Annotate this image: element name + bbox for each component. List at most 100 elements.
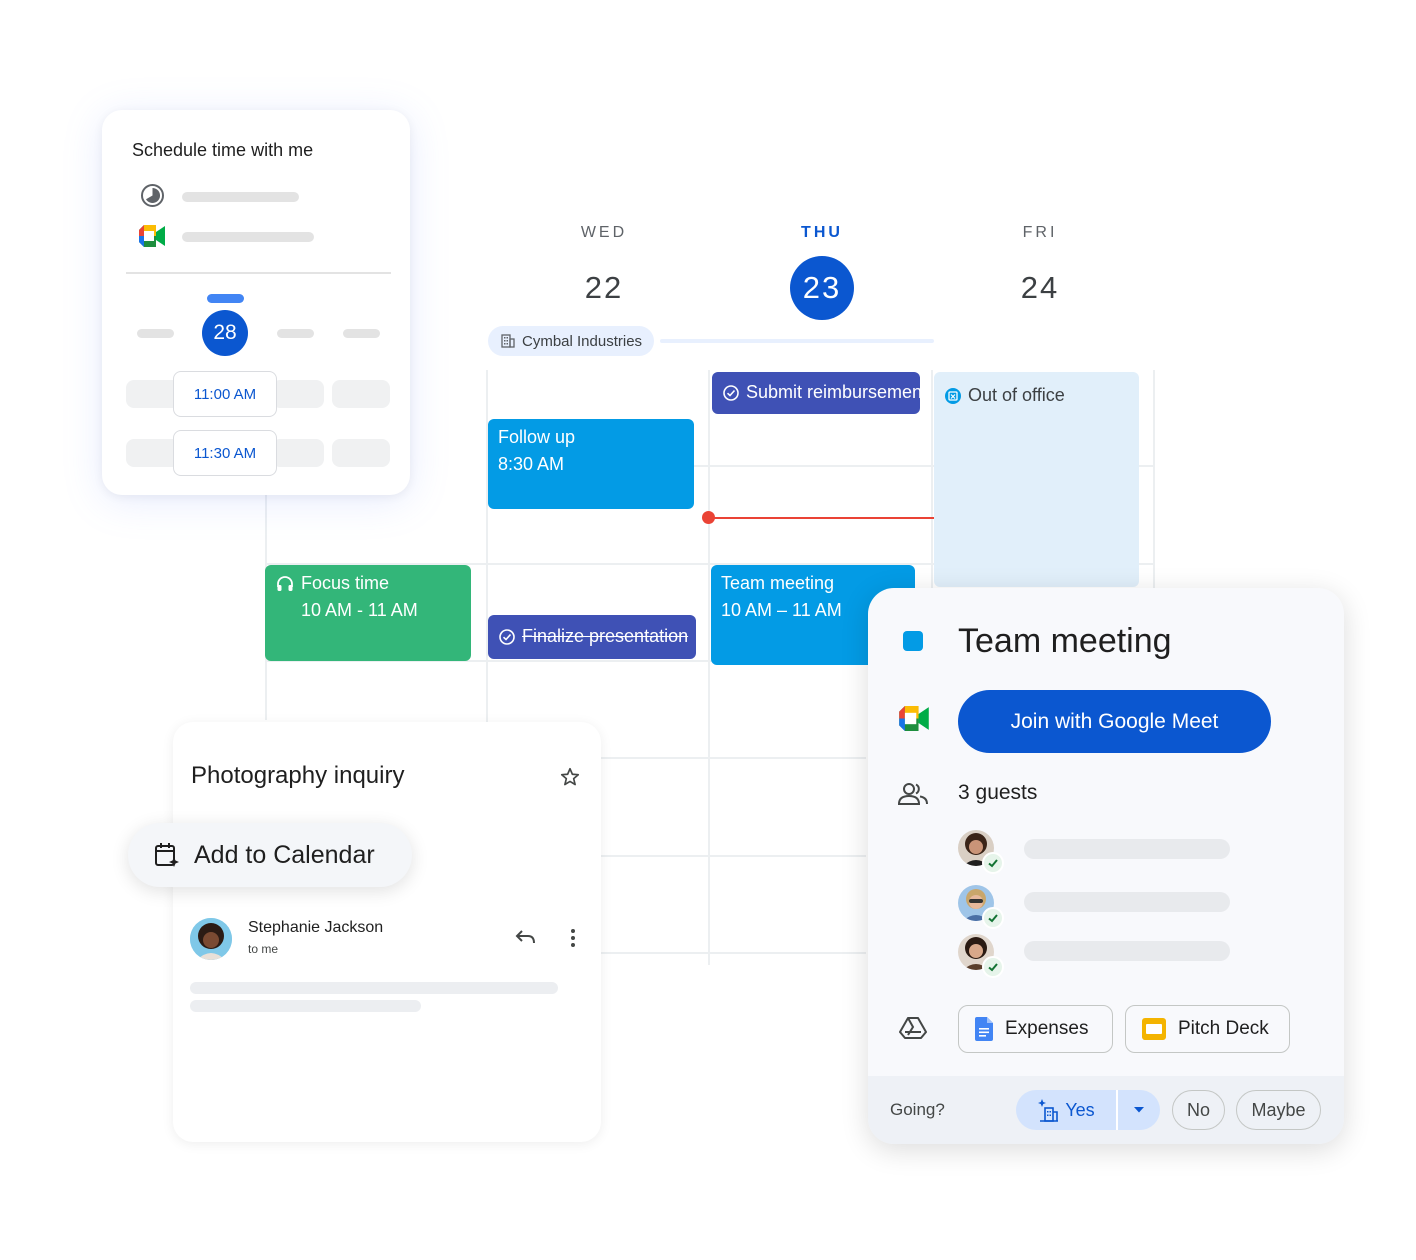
placeholder-line bbox=[190, 1000, 421, 1012]
grid-line bbox=[1153, 370, 1155, 590]
people-icon bbox=[898, 782, 928, 806]
rsvp-bar: Going? Yes No Maybe bbox=[868, 1076, 1344, 1144]
grid-line bbox=[266, 660, 866, 662]
google-meet-icon bbox=[139, 225, 165, 247]
day-header-wed[interactable]: WED 22 bbox=[534, 224, 674, 320]
rsvp-yes-button[interactable]: Yes bbox=[1016, 1090, 1160, 1130]
rsvp-maybe-button[interactable]: Maybe bbox=[1236, 1090, 1321, 1130]
day-name: THU bbox=[801, 224, 843, 241]
grid-line bbox=[708, 370, 710, 965]
placeholder-line bbox=[1024, 941, 1230, 961]
guest-avatar[interactable] bbox=[958, 934, 1004, 980]
reply-icon[interactable] bbox=[514, 928, 536, 946]
grid-line bbox=[600, 855, 866, 857]
day-header-fri[interactable]: FRI 24 bbox=[970, 224, 1110, 320]
time-slot-button[interactable]: 11:30 AM bbox=[173, 430, 277, 476]
event-submit-reimbursement[interactable]: Submit reimbursement bbox=[712, 372, 920, 414]
placeholder-line bbox=[182, 232, 314, 242]
day-placeholder[interactable] bbox=[343, 329, 380, 338]
selected-day-indicator bbox=[207, 294, 244, 303]
grid-line bbox=[931, 370, 933, 590]
accepted-check-icon bbox=[982, 907, 1004, 929]
slot-placeholder[interactable] bbox=[272, 439, 324, 467]
current-time-dot bbox=[702, 511, 715, 524]
placeholder-line bbox=[182, 192, 299, 202]
sender-recipient: to me bbox=[248, 942, 279, 956]
out-of-office-icon bbox=[944, 387, 962, 405]
grid-line bbox=[486, 370, 488, 722]
placeholder-line bbox=[190, 982, 558, 994]
email-card: Photography inquiry Stephanie Jackson to… bbox=[173, 722, 601, 1142]
event-time: 8:30 AM bbox=[498, 454, 565, 474]
divider bbox=[126, 272, 391, 274]
accepted-check-icon bbox=[982, 956, 1004, 978]
slot-placeholder[interactable] bbox=[332, 439, 390, 467]
rsvp-yes-label: Yes bbox=[1065, 1099, 1095, 1120]
more-vert-icon[interactable] bbox=[570, 928, 576, 948]
event-time: 10 AM – 11 AM bbox=[721, 600, 842, 620]
headphones-icon bbox=[275, 574, 295, 594]
event-title: Finalize presentation bbox=[522, 626, 689, 646]
event-title: Focus time bbox=[301, 573, 390, 593]
schedule-title: Schedule time with me bbox=[132, 140, 314, 160]
all-day-span bbox=[660, 339, 934, 343]
email-subject: Photography inquiry bbox=[191, 762, 405, 789]
event-title: Team meeting bbox=[721, 573, 835, 593]
add-to-calendar-label: Add to Calendar bbox=[194, 840, 375, 869]
day-header-thu[interactable]: THU 23 bbox=[752, 224, 892, 320]
task-check-icon bbox=[498, 628, 516, 646]
attachment-chip-pitch-deck[interactable]: Pitch Deck bbox=[1125, 1005, 1290, 1053]
selected-date[interactable]: 28 bbox=[202, 310, 248, 356]
join-google-meet-button[interactable]: Join with Google Meet bbox=[958, 690, 1271, 753]
time-slot-button[interactable]: 11:00 AM bbox=[173, 371, 277, 417]
slot-placeholder[interactable] bbox=[272, 380, 324, 408]
placeholder-line bbox=[1024, 892, 1230, 912]
event-time: 10 AM - 11 AM bbox=[301, 600, 418, 620]
slot-placeholder[interactable] bbox=[332, 380, 390, 408]
all-day-event[interactable]: Cymbal Industries bbox=[488, 326, 655, 356]
star-icon[interactable] bbox=[559, 766, 581, 788]
day-number: 24 bbox=[1020, 270, 1060, 305]
google-drive-icon bbox=[899, 1016, 927, 1040]
schedule-card: Schedule time with me 28 11:00 AM 11:30 … bbox=[102, 110, 410, 495]
event-color-swatch bbox=[903, 631, 923, 651]
guest-count: 3 guests bbox=[958, 781, 1038, 804]
grid-line bbox=[266, 563, 1154, 565]
grid-line bbox=[600, 757, 866, 759]
event-detail-card: Team meeting Join with Google Meet 3 gue… bbox=[868, 588, 1344, 1144]
task-check-icon bbox=[722, 384, 740, 402]
accepted-check-icon bbox=[982, 852, 1004, 874]
event-finalize-presentation[interactable]: Finalize presentation bbox=[488, 615, 696, 659]
event-detail-title: Team meeting bbox=[958, 622, 1172, 660]
google-slides-icon bbox=[1142, 1018, 1166, 1040]
going-label: Going? bbox=[890, 1100, 945, 1119]
event-title: Submit reimbursement bbox=[746, 382, 920, 402]
event-follow-up[interactable]: Follow up 8:30 AM bbox=[488, 419, 694, 509]
attachment-label: Expenses bbox=[1005, 1018, 1089, 1039]
guest-avatar[interactable] bbox=[958, 830, 1004, 876]
attachment-chip-expenses[interactable]: Expenses bbox=[958, 1005, 1113, 1053]
event-title: Out of office bbox=[968, 385, 1065, 405]
event-out-of-office[interactable]: Out of office bbox=[934, 372, 1139, 587]
all-day-event-label: Cymbal Industries bbox=[522, 332, 643, 350]
building-icon bbox=[500, 333, 516, 349]
placeholder-line bbox=[1024, 839, 1230, 859]
grid-line bbox=[600, 952, 866, 954]
office-building-sparkle-icon bbox=[1037, 1098, 1059, 1122]
duration-icon bbox=[140, 183, 165, 208]
sender-name: Stephanie Jackson bbox=[248, 919, 384, 936]
sender-avatar[interactable] bbox=[190, 918, 232, 960]
guest-avatar[interactable] bbox=[958, 885, 1004, 931]
grid-line bbox=[488, 465, 1154, 467]
event-focus-time[interactable]: Focus time 10 AM - 11 AM bbox=[265, 565, 471, 661]
current-time-line bbox=[708, 517, 934, 519]
event-title: Follow up bbox=[498, 427, 576, 447]
day-placeholder[interactable] bbox=[277, 329, 314, 338]
day-name: WED bbox=[580, 224, 628, 241]
google-docs-icon bbox=[975, 1017, 993, 1041]
day-placeholder[interactable] bbox=[137, 329, 174, 338]
rsvp-no-button[interactable]: No bbox=[1172, 1090, 1225, 1130]
add-to-calendar-button[interactable]: Add to Calendar bbox=[128, 823, 412, 887]
day-number: 22 bbox=[584, 270, 624, 305]
rsvp-dropdown[interactable] bbox=[1118, 1106, 1160, 1114]
